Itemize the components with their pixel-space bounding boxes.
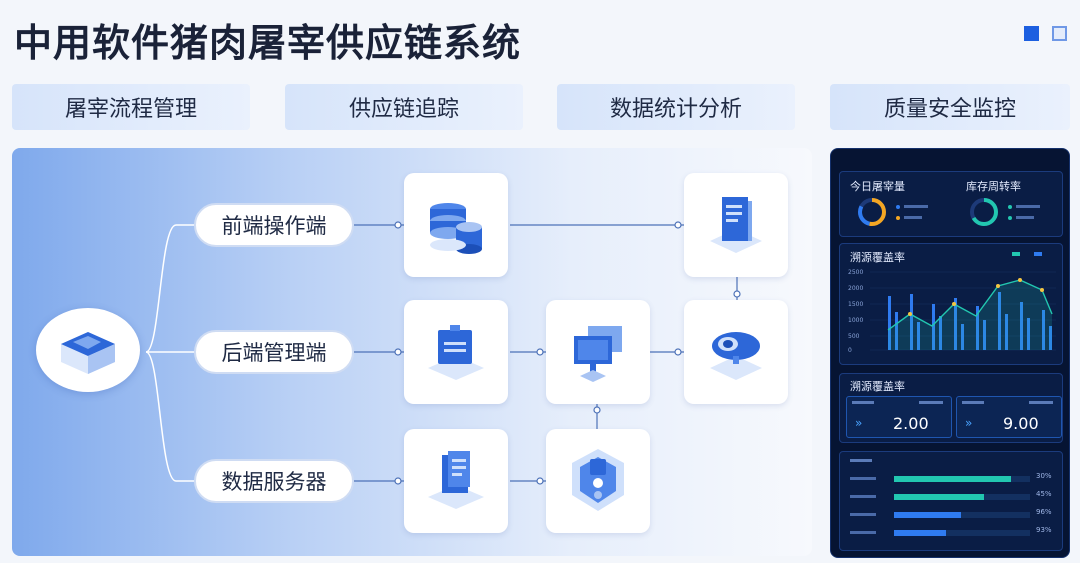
- progress-fill: [894, 530, 946, 536]
- turnover-label: 库存周转率: [966, 180, 1021, 193]
- tab-data-statistics[interactable]: 数据统计分析: [557, 84, 795, 130]
- database-node[interactable]: [404, 173, 508, 277]
- tab-slaughter-process[interactable]: 屠宰流程管理: [12, 84, 250, 130]
- progress-percent: 96%: [1036, 508, 1052, 516]
- file-server-node[interactable]: [404, 429, 508, 533]
- progress-fill: [894, 494, 984, 500]
- document-icon: [710, 197, 762, 253]
- metric-value-1: 2.00: [893, 414, 929, 433]
- layout-toggle-outline-icon[interactable]: [1052, 26, 1067, 41]
- monitor-node[interactable]: [546, 300, 650, 404]
- kpi-donuts: [858, 198, 1040, 226]
- trace-chart-title: 溯源覆盖率: [850, 251, 905, 264]
- metric-value-2: 9.00: [1003, 414, 1039, 433]
- cloud-cluster-node[interactable]: [546, 429, 650, 533]
- trace-metrics-card: 溯源覆盖率 » 2.00 » 9.00: [839, 373, 1063, 443]
- workstation-node[interactable]: [404, 300, 508, 404]
- progress-row: 93%: [848, 526, 1058, 540]
- metric-box-1: » 2.00: [846, 396, 952, 438]
- y-tick: 2500: [848, 269, 863, 276]
- y-tick: 0: [848, 347, 852, 354]
- central-hub-node[interactable]: [36, 308, 140, 392]
- metric-box-2: » 9.00: [956, 396, 1062, 438]
- branch-backend[interactable]: 后端管理端: [194, 330, 354, 374]
- progress-fill: [894, 476, 1011, 482]
- progress-row: 30%: [848, 472, 1058, 486]
- camera-device-icon: [710, 332, 762, 380]
- document-node[interactable]: [684, 173, 788, 277]
- tab-quality-safety[interactable]: 质量安全监控: [830, 84, 1070, 130]
- trace-metrics-title: 溯源覆盖率: [850, 380, 905, 393]
- progress-card: 30% 45% 96% 93%: [839, 451, 1063, 551]
- chevron-right-icon: »: [965, 416, 973, 430]
- chevron-right-icon: »: [855, 416, 863, 430]
- progress-percent: 45%: [1036, 490, 1052, 498]
- layout-toggle-filled-icon[interactable]: [1024, 26, 1039, 41]
- trace-chart-card: 溯源覆盖率 2500 2000 1500 1000 500 0: [839, 243, 1063, 365]
- dashboard-panel: 今日屠宰量 库存周转率 溯源覆盖率 2500 2000 1500 1000 50…: [830, 148, 1070, 558]
- y-tick: 500: [848, 333, 860, 340]
- camera-node[interactable]: [684, 300, 788, 404]
- tab-supply-chain-tracking[interactable]: 供应链追踪: [285, 84, 523, 130]
- database-stack-icon: [430, 203, 482, 254]
- monitor-icon: [574, 326, 622, 382]
- progress-fill: [894, 512, 961, 518]
- page-title: 中用软件猪肉屠宰供应链系统: [14, 21, 522, 65]
- y-tick: 2000: [848, 285, 863, 292]
- trace-combo-chart: 2500 2000 1500 1000 500 0: [848, 252, 1056, 354]
- file-server-icon: [428, 451, 484, 509]
- kpi-card: 今日屠宰量 库存周转率: [839, 171, 1063, 237]
- server-box-icon: [61, 332, 115, 374]
- progress-percent: 93%: [1036, 526, 1052, 534]
- progress-row: 96%: [848, 508, 1058, 522]
- branch-data-server[interactable]: 数据服务器: [194, 459, 354, 503]
- branch-frontend[interactable]: 前端操作端: [194, 203, 354, 247]
- progress-row: 45%: [848, 490, 1058, 504]
- y-tick: 1000: [848, 317, 863, 324]
- tablet-stand-icon: [428, 325, 484, 380]
- today-slaughter-label: 今日屠宰量: [850, 180, 905, 193]
- progress-percent: 30%: [1036, 472, 1052, 480]
- y-tick: 1500: [848, 301, 863, 308]
- hexagon-cluster-icon: [572, 449, 624, 511]
